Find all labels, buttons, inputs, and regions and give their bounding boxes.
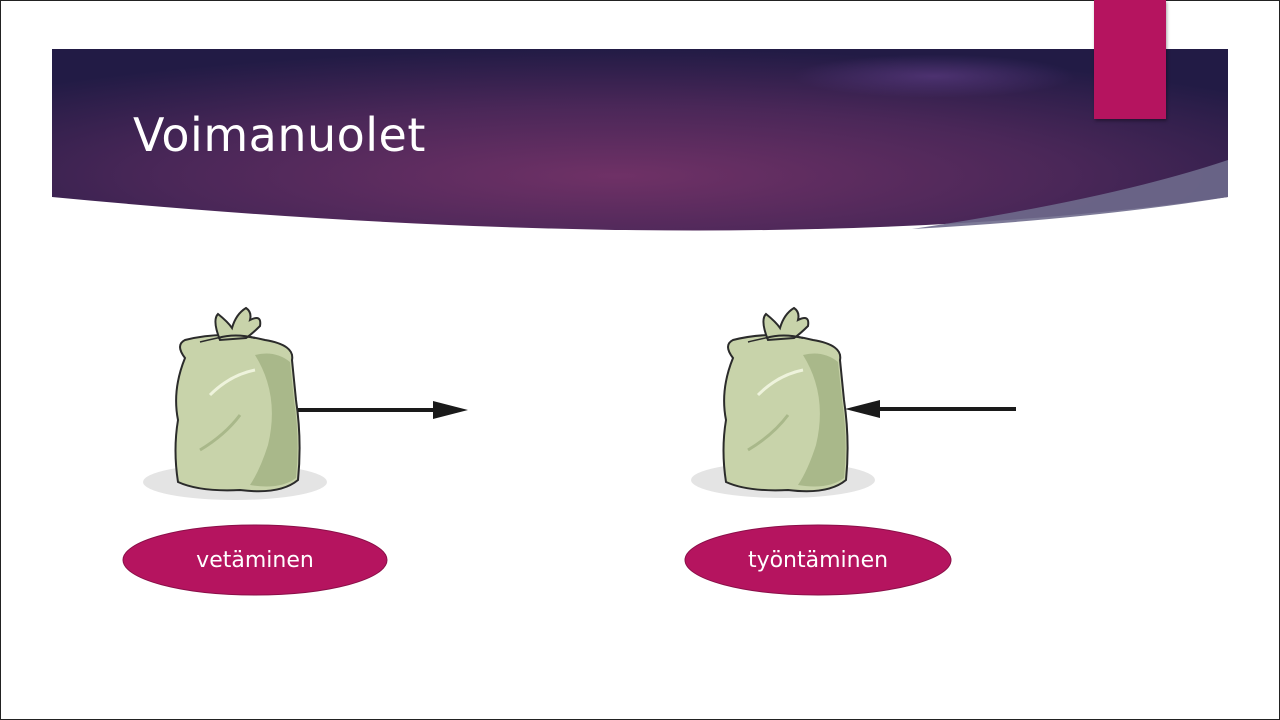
sack-icon [174,306,301,493]
arrowhead-icon [845,400,880,418]
accent-tab [1094,0,1166,119]
slide-title: Voimanuolet [133,108,426,162]
label-pulling: vetäminen [122,524,388,596]
label-pulling-text: vetäminen [196,547,314,573]
label-pushing: työntäminen [684,524,952,596]
pushing-figure [688,300,1028,510]
pulling-figure [140,300,480,510]
arrowhead-icon [433,401,468,419]
sack-icon [722,306,849,493]
title-banner [52,49,1228,239]
label-pushing-text: työntäminen [747,547,889,573]
